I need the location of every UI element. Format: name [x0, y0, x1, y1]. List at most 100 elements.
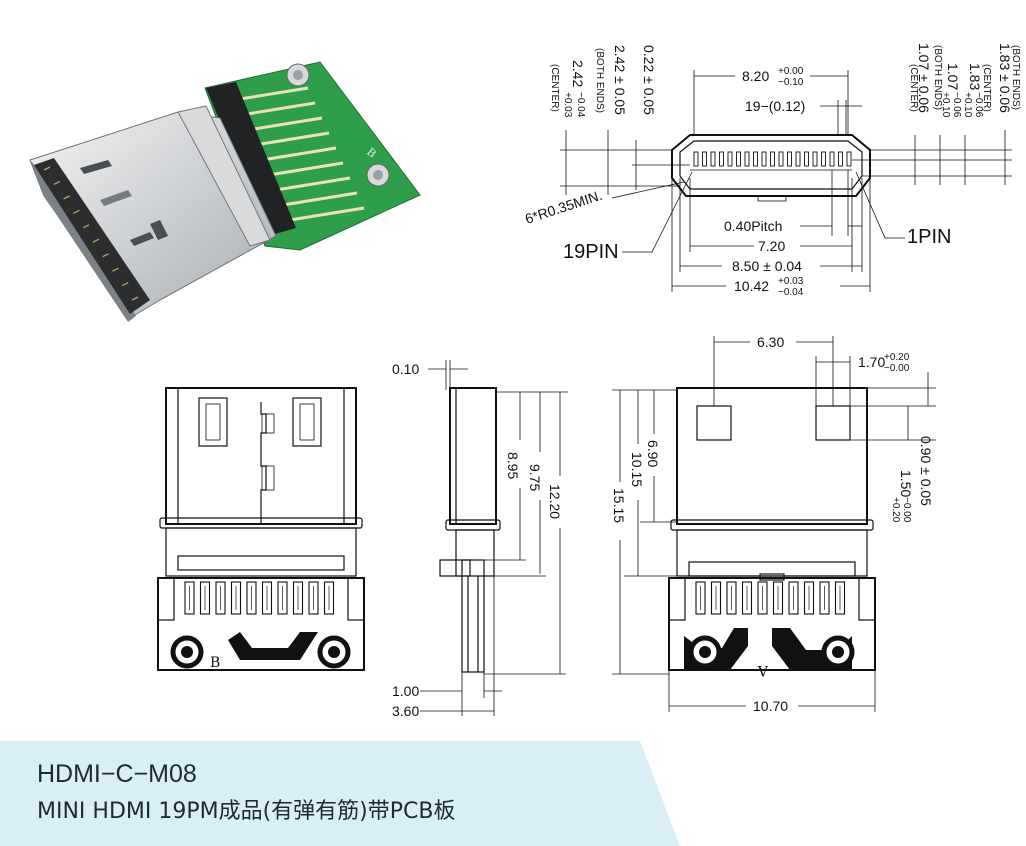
pin-header: [206, 82, 296, 236]
front-contact: [795, 151, 801, 167]
pcb-trace: [282, 191, 358, 207]
pcb-pin: [757, 581, 768, 615]
dim-150: 1.50: [898, 470, 914, 497]
front-shell: [676, 387, 868, 525]
title-banner: [0, 741, 680, 846]
pcb-pin: [184, 581, 195, 615]
pcb-trace: [233, 86, 309, 102]
pcb-pin: [726, 581, 737, 615]
dim-1042: 10.42: [734, 278, 769, 294]
svg-text:−0.04: −0.04: [575, 92, 586, 118]
pcb-pin: [277, 581, 288, 615]
front-contact: [702, 151, 707, 167]
pcb-pin: [695, 581, 706, 615]
dim-010: 0.10: [392, 361, 419, 377]
svg-text:(CENTER): (CENTER): [981, 64, 992, 112]
front-contact: [787, 151, 792, 167]
pcb-pin: [199, 581, 211, 615]
svg-text:+0.03: +0.03: [778, 276, 804, 287]
svg-text:+0.10: +0.10: [940, 92, 951, 118]
back-pins: [184, 581, 335, 615]
pcb-pin: [215, 581, 226, 615]
front-contacts: [693, 151, 852, 167]
photo-contact: [102, 253, 109, 258]
svg-text:(CENTER): (CENTER): [908, 64, 919, 112]
front-contact: [829, 151, 835, 167]
dim-pitch: 0.40Pitch: [724, 218, 782, 234]
mount-hole: [317, 635, 351, 669]
side-shell: [449, 387, 497, 525]
shell-outline: [671, 134, 871, 197]
pcb-trace: [254, 131, 330, 147]
svg-text:2.42 ± 0.05: 2.42 ± 0.05: [612, 45, 628, 115]
dim-1070: 10.70: [753, 698, 788, 714]
svg-text:(BOTH ENDS): (BOTH ENDS): [1010, 45, 1021, 110]
front-contact: [770, 151, 775, 167]
front-contact: [753, 151, 758, 167]
dim-975: 9.75: [527, 464, 543, 491]
dim-360: 3.60: [392, 703, 419, 719]
front-contact: [846, 151, 852, 167]
silk-b: B: [210, 655, 220, 671]
photo-contact: [112, 267, 119, 272]
front-contact: [693, 151, 699, 167]
front-pins: [695, 581, 846, 615]
front-contact: [838, 151, 843, 167]
svg-text:1.83: 1.83: [967, 63, 983, 90]
back-view: B: [157, 387, 365, 671]
front-contact: [744, 151, 750, 167]
dim-720: 7.20: [758, 238, 785, 254]
product-photo: B: [29, 61, 421, 322]
svg-text:−0.10: −0.10: [778, 77, 804, 88]
dim-1220: 12.20: [547, 484, 563, 519]
connector-opening: [34, 158, 150, 314]
svg-text:−0.00: −0.00: [901, 497, 912, 523]
photo-contact: [131, 296, 139, 301]
pcb-pin: [230, 581, 242, 615]
pcb-trace: [240, 101, 316, 117]
photo-contact: [73, 209, 80, 214]
square-window: [815, 405, 851, 441]
square-window: [696, 405, 732, 441]
pcb-pin: [788, 581, 799, 615]
svg-text:−0.04: −0.04: [778, 287, 804, 298]
svg-text:−0.06: −0.06: [973, 92, 984, 118]
pcb-traces: [233, 86, 365, 222]
svg-text:(BOTH ENDS): (BOTH ENDS): [594, 48, 605, 113]
front-contact: [821, 151, 826, 167]
pcb-pin: [261, 581, 273, 615]
latch-window: [198, 397, 228, 447]
dim-690: 6.90: [645, 440, 661, 467]
pcb-pin: [819, 581, 830, 615]
latch-window: [292, 397, 322, 447]
photo-contacts: [43, 166, 139, 301]
dim-090: 0.90 ± 0.05: [918, 436, 934, 506]
pcb-pin: [803, 581, 815, 615]
front-contact: [710, 151, 716, 167]
pcb-pin: [772, 581, 784, 615]
front-contact: [736, 151, 741, 167]
svg-text:+0.03: +0.03: [562, 92, 573, 118]
dim-100: 1.00: [392, 683, 419, 699]
svg-text:−0.06: −0.06: [951, 92, 962, 118]
back-trace: [228, 632, 318, 660]
right-vertical-dims: 1.07 ± 0.06 (BOTH ENDS) 1.07 +0.10 −0.06…: [852, 43, 1021, 185]
dim-630: 6.30: [757, 334, 784, 350]
front-contact: [719, 151, 724, 167]
svg-text:1.07: 1.07: [945, 63, 961, 90]
front-contact: [761, 151, 767, 167]
photo-contact: [63, 195, 70, 200]
svg-text:+0.20: +0.20: [890, 497, 901, 523]
dim-850: 8.50 ± 0.04: [732, 258, 802, 274]
pcb-pin: [246, 581, 257, 615]
svg-text:+0.00: +0.00: [778, 66, 804, 77]
svg-text:0.22 ± 0.05: 0.22 ± 0.05: [641, 45, 657, 115]
pcb-pin: [308, 581, 319, 615]
pcb-pin: [741, 581, 753, 615]
front-view: 8.20 +0.00 −0.10 19−(0.12) 6*R0.35MIN. 1…: [523, 43, 1021, 298]
photo-contact: [92, 238, 100, 243]
pcb-trace: [247, 116, 323, 132]
dim-1515: 15.15: [611, 488, 627, 523]
